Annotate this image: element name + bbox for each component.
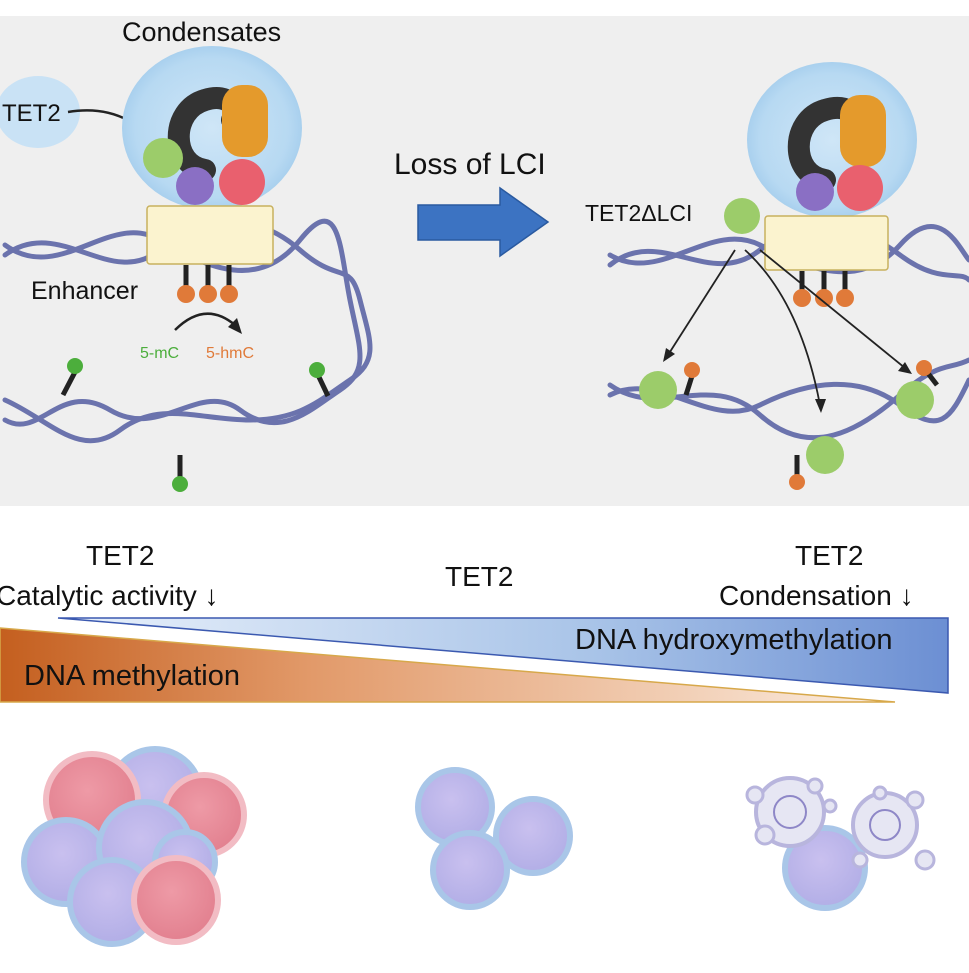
tet2-dlci-protein (724, 198, 760, 234)
condensates-label: Condensates (122, 17, 282, 47)
cell-cluster-center (415, 767, 573, 910)
mc-label: 5-mC (140, 345, 180, 362)
tet2-dlci-label: TET2ΔLCI (585, 200, 693, 226)
cell-cluster-right (745, 776, 936, 911)
right-sub: Condensation ↓ (719, 580, 914, 611)
blue-wedge (57, 617, 949, 694)
hmc-label: 5-hmC (206, 345, 255, 362)
left-sub: Catalytic activity ↓ (0, 580, 219, 611)
enhancer-box-right (764, 215, 889, 271)
tet2-label-top: TET2 (2, 100, 61, 127)
condensate-proteins-left (143, 85, 268, 205)
orange-wedge (0, 627, 896, 703)
left-title: TET2 (86, 540, 155, 571)
cell-cluster-left (21, 746, 247, 947)
dispersed-tet2-right (639, 360, 939, 490)
conversion-arrowhead (228, 318, 242, 334)
dispersal-arrowheads (663, 348, 912, 413)
conversion-arrow (174, 312, 236, 331)
dispersal-arrows (667, 249, 906, 406)
enhancer-label: Enhancer (31, 277, 139, 305)
tet2-bubble (0, 76, 80, 148)
center-title: TET2 (445, 561, 514, 592)
loss-of-lci-arrow (417, 186, 550, 258)
orange-wedge-label: DNA methylation (24, 660, 240, 692)
enhancer-box (146, 205, 274, 265)
mc-marks-left (60, 358, 331, 492)
right-title: TET2 (795, 540, 864, 571)
blue-wedge-label: DNA hydroxymethylation (575, 624, 893, 656)
loss-of-lci-label: Loss of LCI (394, 148, 546, 181)
enhancer-marks-right (793, 271, 854, 307)
enhancer-5hmc-marks (177, 265, 238, 303)
condensate-proteins-right (787, 95, 886, 211)
